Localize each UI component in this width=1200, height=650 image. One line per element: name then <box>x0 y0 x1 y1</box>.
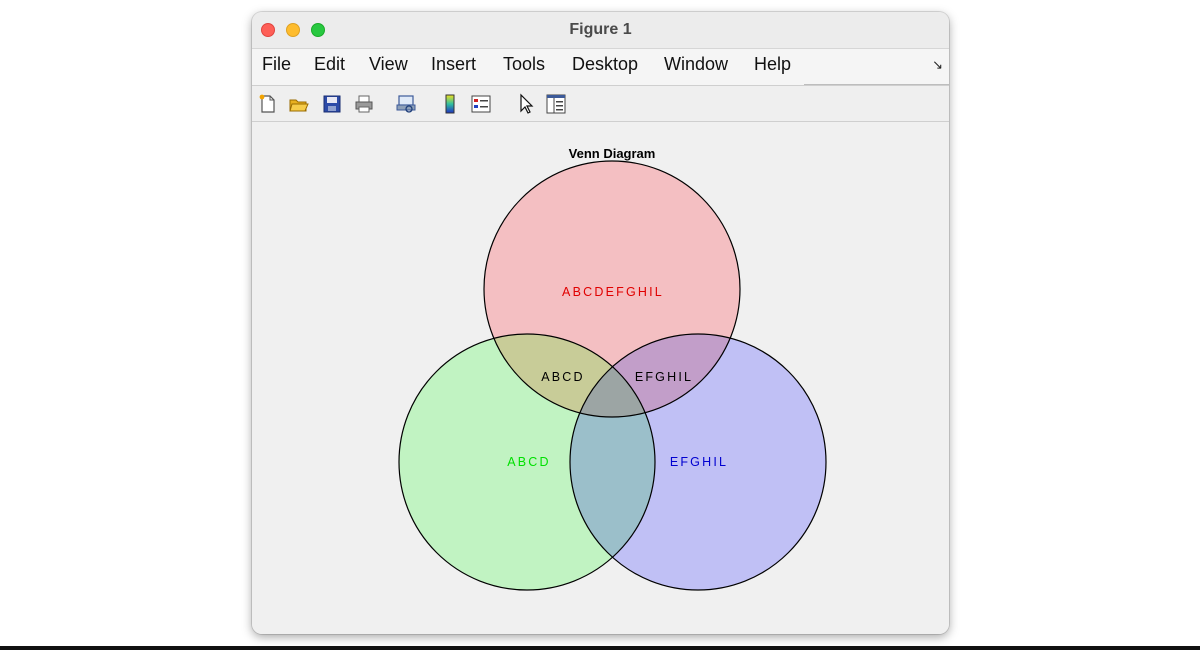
new-figure-icon[interactable] <box>257 93 279 115</box>
menu-desktop[interactable]: Desktop <box>572 54 639 74</box>
label-set-green: ABCD <box>507 455 551 469</box>
menu-window[interactable]: Window <box>664 54 729 74</box>
figure-title: Venn Diagram <box>569 146 656 161</box>
menu-separator <box>804 84 949 85</box>
colorbar-icon[interactable] <box>439 93 461 115</box>
label-overlap-red-blue: EFGHIL <box>635 370 693 384</box>
circle-outline-blue <box>569 333 827 591</box>
menu-tools[interactable]: Tools <box>503 54 546 74</box>
window-title: Figure 1 <box>569 21 632 38</box>
maximize-window-button[interactable] <box>311 23 325 37</box>
legend-icon[interactable] <box>470 93 492 115</box>
menu-view[interactable]: View <box>369 54 408 74</box>
label-set-red: ABCDEFGHIL <box>562 285 664 299</box>
bottom-edge-line <box>0 646 1200 650</box>
minimize-window-button[interactable] <box>286 23 300 37</box>
print-icon[interactable] <box>353 93 375 115</box>
figure-canvas[interactable]: Venn Diagram AB <box>252 122 949 634</box>
menu-edit[interactable]: Edit <box>314 54 346 74</box>
label-set-blue: EFGHIL <box>670 455 728 469</box>
overlap-triple <box>570 334 655 417</box>
figure-toolbar <box>252 86 949 122</box>
property-editor-icon[interactable] <box>545 93 567 115</box>
pointer-icon[interactable] <box>515 93 537 115</box>
close-window-button[interactable] <box>261 23 275 37</box>
save-icon[interactable] <box>321 93 343 115</box>
circle-outline-red <box>483 160 741 418</box>
open-file-icon[interactable] <box>288 93 310 115</box>
title-bar[interactable]: Figure 1 <box>252 12 949 49</box>
print-preview-icon[interactable] <box>395 93 417 115</box>
menu-help[interactable]: Help <box>754 54 792 74</box>
dock-figure-icon[interactable]: ↘ <box>932 57 943 72</box>
menu-bar: File Edit View Insert Tools Desktop Wind… <box>252 49 949 86</box>
menu-insert[interactable]: Insert <box>431 54 477 74</box>
venn-diagram: Venn Diagram AB <box>398 146 827 591</box>
circle-outline-green <box>398 333 656 591</box>
figure-window: Figure 1 File Edit View Insert Tools Des… <box>252 12 949 634</box>
label-overlap-red-green: ABCD <box>541 370 585 384</box>
menu-file[interactable]: File <box>262 54 292 74</box>
